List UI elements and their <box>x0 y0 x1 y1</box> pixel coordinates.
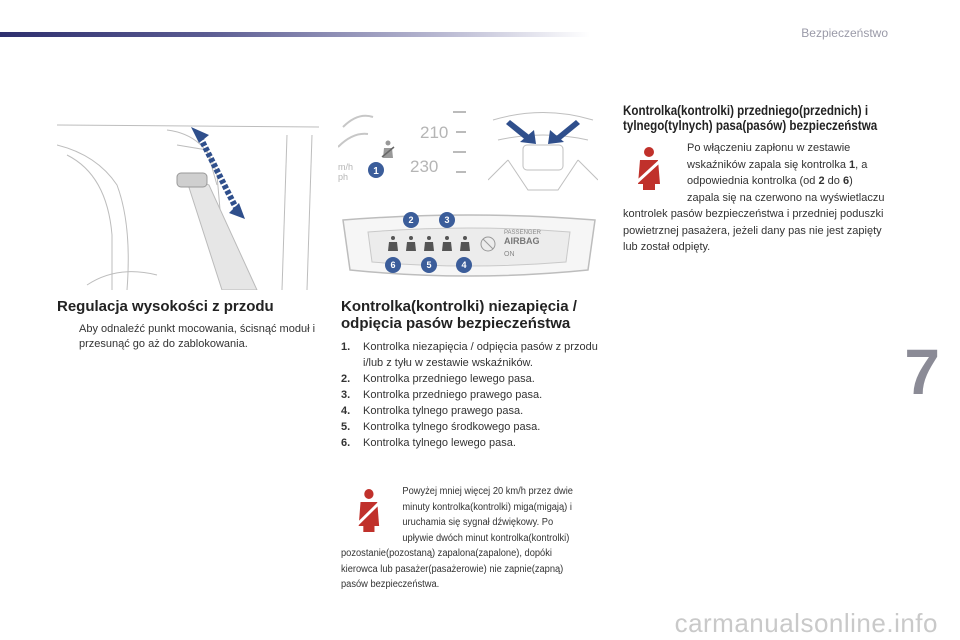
callout-badge-5 <box>421 257 437 273</box>
svg-text:4: 4 <box>461 260 466 270</box>
list-item: 1.Kontrolka niezapięcia / odpięcia pasów… <box>341 341 598 369</box>
svg-text:6: 6 <box>390 260 395 270</box>
callout-badge-1 <box>368 162 384 178</box>
airbag-label: AIRBAG <box>504 236 540 246</box>
callout-badge-4 <box>456 257 472 273</box>
callout-badge-3 <box>439 212 455 228</box>
watermark: carmanualsonline.info <box>674 608 938 638</box>
list-item: 4.Kontrolka tylnego prawego pasa. <box>341 405 524 417</box>
svg-text:5: 5 <box>426 260 431 270</box>
seatbelt-warning-icon <box>635 147 663 190</box>
seatbelt-indicator-panel-illustration: PASSENGER AIRBAG ON 2 3 6 5 4 <box>338 210 600 285</box>
list-item: 5.Kontrolka tylnego środkowego pasa. <box>341 421 541 433</box>
heading-height-adjustment: Regulacja wysokości z przodu <box>57 298 274 315</box>
heading-front-rear-belts: Kontrolka(kontrolki) przedniego(przednic… <box>623 103 878 133</box>
instrument-cluster-illustration: 210 230 m/h ph 1 <box>338 102 468 202</box>
seatbelt-warning-icon <box>381 140 395 158</box>
speed-label-210: 210 <box>420 123 448 142</box>
section-title: Bezpieczeństwo <box>801 26 888 40</box>
list-item: 3.Kontrolka przedniego prawego pasa. <box>341 389 543 401</box>
unit-label: m/h <box>338 162 353 172</box>
callout-badge-6 <box>385 257 401 273</box>
speed-label-230: 230 <box>410 157 438 176</box>
svg-text:1: 1 <box>373 166 379 177</box>
info-paragraph: Po włączeniu zapłonu w zestawie wskaźnik… <box>623 142 885 253</box>
lamp-list: 1.Kontrolka niezapięcia / odpięcia pasów… <box>341 339 611 451</box>
car-interior-illustration <box>488 100 598 200</box>
chapter-number: 7 <box>904 336 940 408</box>
seatbelt-height-illustration <box>57 115 319 290</box>
heading-seatbelt-warning-lamps: Kontrolka(kontrolki) niezapięcia / odpię… <box>341 298 577 332</box>
speed-warning-note: Powyżej mniej więcej 20 km/h przez dwie … <box>341 484 585 593</box>
instruction-bullet: Aby odnaleźć punkt mocowania, ścisnąć mo… <box>57 322 327 352</box>
header-bar <box>0 32 590 37</box>
note-text: Powyżej mniej więcej 20 km/h przez dwie … <box>341 486 573 590</box>
instruction-text: Aby odnaleźć punkt mocowania, ścisnąć mo… <box>79 323 316 350</box>
unit-label-2: ph <box>338 172 348 182</box>
svg-text:3: 3 <box>444 215 449 225</box>
pointer-arrow-icon <box>506 120 580 144</box>
adjust-arrow-icon <box>191 127 245 219</box>
callout-badge-2 <box>403 212 419 228</box>
passenger-label: PASSENGER <box>504 230 542 236</box>
svg-text:2: 2 <box>408 215 413 225</box>
seatbelt-warning-icon <box>356 489 382 532</box>
on-label: ON <box>504 251 515 258</box>
list-item: 6.Kontrolka tylnego lewego pasa. <box>341 437 516 449</box>
list-item: 2.Kontrolka przedniego lewego pasa. <box>341 373 535 385</box>
